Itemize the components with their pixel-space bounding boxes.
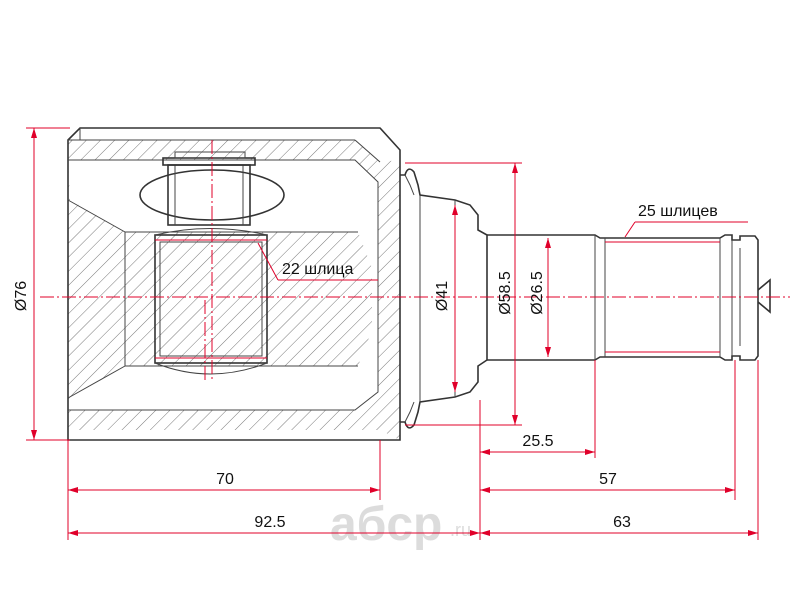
label-dia-flange: Ø41 (434, 281, 451, 311)
diameter-dimensions: Ø76 Ø41 Ø58.5 Ø26.5 (13, 127, 551, 441)
watermark-logo: aбcp .ru (330, 498, 471, 551)
dim-70: 70 (216, 471, 234, 488)
shaft (487, 234, 771, 361)
dim-63: 63 (613, 514, 631, 531)
housing-outline (67, 127, 401, 441)
label-dia-outer: Ø76 (13, 281, 30, 311)
label-spline-inner: 22 шлица (282, 261, 354, 278)
label-spline-outer: 25 шлицев (638, 203, 718, 220)
spline-callouts: 22 шлица 25 шлицев (257, 203, 748, 281)
label-dia-shaft: Ø26.5 (529, 271, 546, 315)
dim-57: 57 (599, 471, 617, 488)
housing (67, 127, 401, 441)
linear-dimensions: 25.5 70 57 92.5 63 (67, 360, 759, 540)
dim-25-5: 25.5 (522, 433, 553, 450)
watermark-brand: aбcp (330, 498, 442, 551)
tripod-assembly (139, 140, 285, 380)
label-dia-stem: Ø58.5 (497, 271, 514, 315)
watermark-domain: .ru (450, 520, 471, 540)
dim-92-5: 92.5 (254, 514, 285, 531)
housing-cavity (68, 160, 378, 410)
